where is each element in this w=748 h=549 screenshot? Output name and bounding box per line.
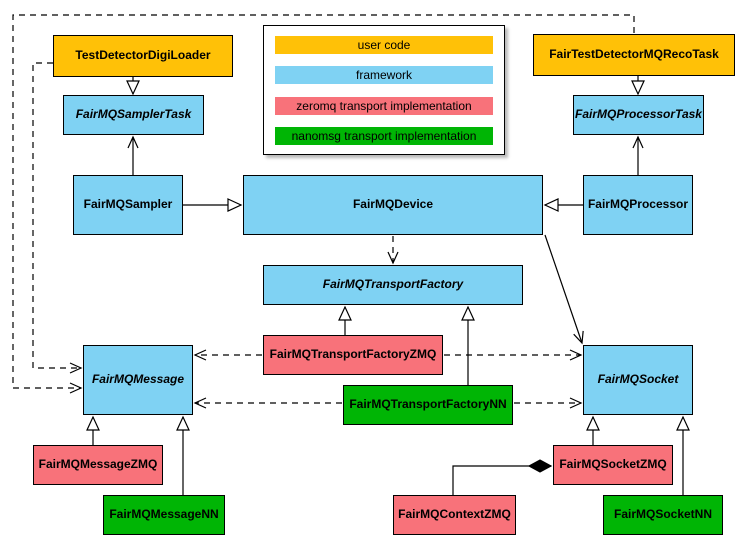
node-fairmq-socket-zmq: FairMQSocketZMQ	[553, 445, 673, 485]
node-fairmq-context-zmq: FairMQContextZMQ	[393, 495, 516, 535]
node-fairmq-transport-factory-nn: FairMQTransportFactoryNN	[343, 385, 513, 425]
node-fairmq-transport-factory-zmq: FairMQTransportFactoryZMQ	[263, 335, 443, 375]
legend-item-nanomsg: nanomsg transport implementation	[275, 126, 493, 145]
node-fairmq-socket: FairMQSocket	[583, 345, 693, 415]
node-fairmq-message: FairMQMessage	[83, 345, 193, 415]
edge-recotask-depends-message	[12, 14, 635, 394]
node-test-detector-digi-loader: TestDetectorDigiLoader	[53, 35, 233, 77]
node-fairmq-socket-nn: FairMQSocketNN	[603, 495, 723, 535]
node-fairmq-transport-factory: FairMQTransportFactory	[263, 265, 523, 305]
legend: user code framework zeromq transport imp…	[263, 25, 505, 155]
edge-device-uses-socket	[544, 234, 584, 345]
legend-item-zeromq: zeromq transport implementation	[275, 96, 493, 115]
node-fairmq-device: FairMQDevice	[243, 175, 543, 235]
node-fairmq-processor-task: FairMQProcessorTask	[573, 95, 704, 135]
legend-item-user-code: user code	[275, 36, 493, 54]
edge-contextzmq-composition-socketzmq	[452, 466, 551, 495]
node-fair-test-detector-mq-reco-task: FairTestDetectorMQRecoTask	[533, 34, 735, 76]
legend-item-framework: framework	[275, 66, 493, 85]
node-fairmq-sampler: FairMQSampler	[73, 175, 183, 235]
node-fairmq-message-nn: FairMQMessageNN	[103, 495, 225, 535]
node-fairmq-message-zmq: FairMQMessageZMQ	[33, 445, 163, 485]
node-fairmq-processor: FairMQProcessor	[583, 175, 693, 235]
node-fairmq-sampler-task: FairMQSamplerTask	[63, 95, 204, 135]
